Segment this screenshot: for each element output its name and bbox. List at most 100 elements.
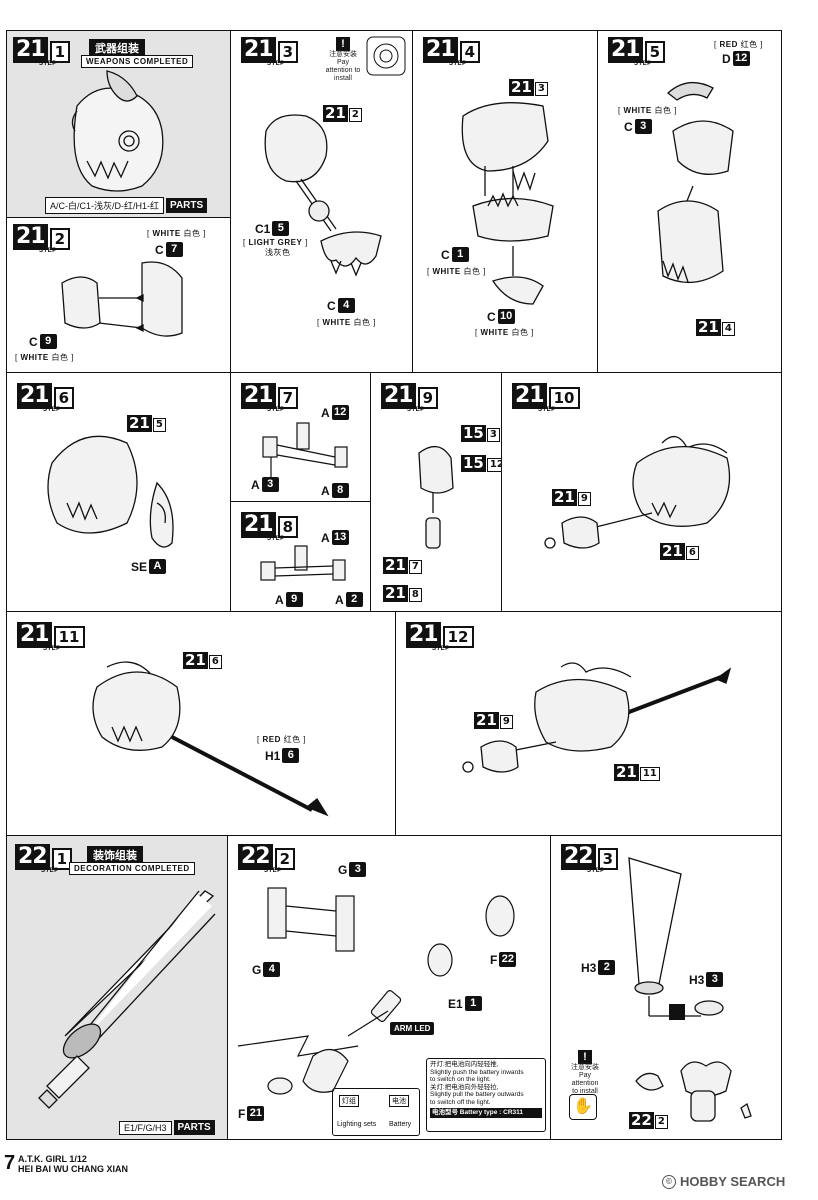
glove-hand-icon: ✋ [569, 1094, 597, 1120]
model-name: A.T.K. GIRL 1/12 HEI BAI WU CHANG XIAN [18, 1154, 128, 1174]
head-parts-illustration [61, 261, 183, 337]
skull-cap-illustration [657, 81, 734, 284]
skull-horn-illustration [47, 435, 174, 548]
page-number: 7 [4, 1152, 16, 1174]
warning-icon: ! [336, 37, 350, 51]
color-white: [ WHITE 白色 ] [317, 318, 376, 327]
skull-arm-spear-illustration [462, 662, 732, 773]
section-title-cn: 装饰组装 [87, 846, 143, 864]
arm-led-label: ARM LED [390, 1022, 435, 1035]
color-red: [ RED 红色 ] [714, 40, 764, 49]
lighting-legend-box: 灯组 电池 Lighting sets Battery [332, 1088, 420, 1136]
joint-parts-illustration [260, 545, 346, 581]
parts-list: E1/F/G/H3 PARTS [119, 1120, 215, 1135]
battery-type-label: 电池型号 Battery type : CR311 [430, 1108, 542, 1118]
detail-inset [264, 36, 406, 277]
warning-icon: ! [578, 1050, 592, 1064]
attention-note: ! 注意安装 Pay attention to install [571, 1050, 599, 1095]
led-assembly-illustration [237, 887, 515, 1095]
section-title-en: DECORATION COMPLETED [69, 862, 195, 875]
parts-list: A/C-白/C1-浅灰/D-红/H1-红 PARTS [45, 197, 208, 214]
no-glue-icon [669, 1004, 685, 1020]
skull-arm-illustration [544, 436, 731, 549]
weapon-skull-illustration [71, 70, 164, 192]
joint-parts-illustration [262, 422, 348, 477]
color-white: [ WHITE 白色 ] [427, 267, 486, 276]
hand-arm-illustration [418, 446, 454, 549]
section-title-cn: 武器组装 [89, 39, 145, 57]
color-white: [ WHITE 白色 ] [618, 106, 677, 115]
section-title-en: WEAPONS COMPLETED [81, 55, 194, 68]
copyright-icon: © [662, 1174, 676, 1189]
color-light-grey: [ LIGHT GREY ]浅灰色 [243, 238, 308, 257]
color-red: [ RED 红色 ] [257, 735, 307, 744]
lamp-shade-illustration [628, 857, 752, 1122]
color-white-2: [ WHITE 白色 ] [475, 328, 534, 337]
skull-jaw-illustration [461, 102, 554, 305]
skull-spear-illustration [92, 661, 329, 817]
attention-note: ! 注意安装 Pay attention to install [325, 37, 361, 82]
switch-instructions-box: 开灯:把电池向内轻轻推, Slightly push the battery i… [426, 1058, 546, 1132]
watermark-brand: © HOBBY SEARCH [662, 1174, 785, 1189]
